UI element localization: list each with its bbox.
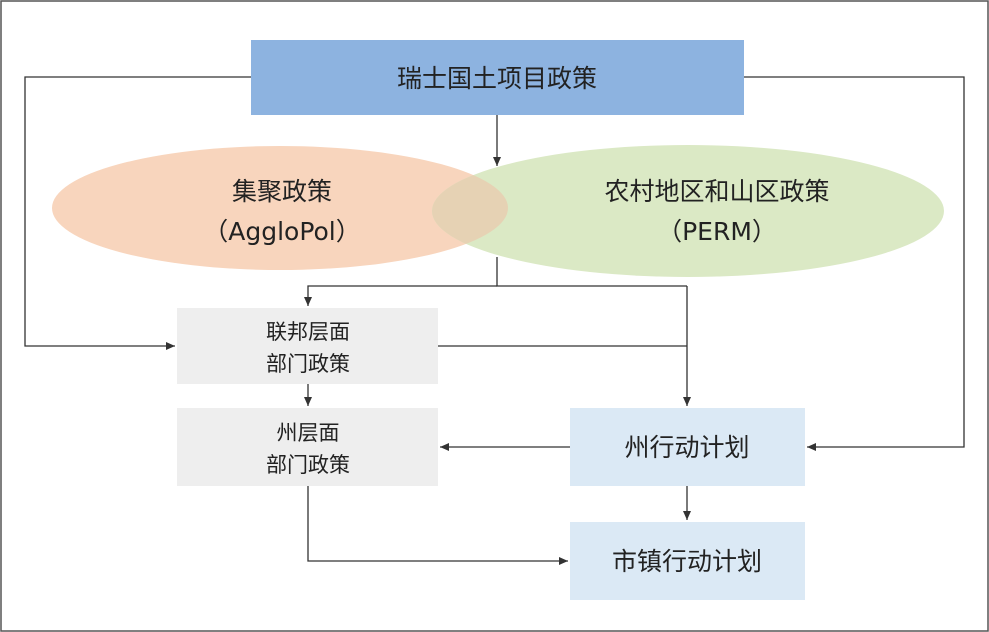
state-sector-label-line1: 州层面 [277,421,340,445]
perm-label-line2: （PERM） [657,217,777,246]
town-action-label: 市镇行动计划 [612,547,762,576]
state-action-label: 州行动计划 [624,433,749,462]
state-sector-policy-box [177,408,438,486]
agglo-ellipse [52,146,508,270]
connector-top-to-state-action [744,76,965,451]
connector-top-to-federal [24,76,251,350]
federal-label-line2: 部门政策 [266,352,350,376]
agglo-label-line1: 集聚政策 [232,177,332,206]
town-action-box [570,522,805,600]
top-policy-label: 瑞士国土项目政策 [397,64,597,93]
connector-state-sector-to-town [307,486,568,565]
perm-label-line1: 农村地区和山区政策 [604,177,829,206]
perm-ellipse [432,145,944,277]
state-sector-label-line2: 部门政策 [266,453,350,477]
federal-policy-box [177,308,438,384]
state-action-box [570,408,805,486]
connector-split-to-federal [304,285,497,306]
federal-label-line1: 联邦层面 [266,320,350,344]
top-policy-box [251,40,744,115]
agglo-label-line2: （AggloPol） [203,217,361,246]
